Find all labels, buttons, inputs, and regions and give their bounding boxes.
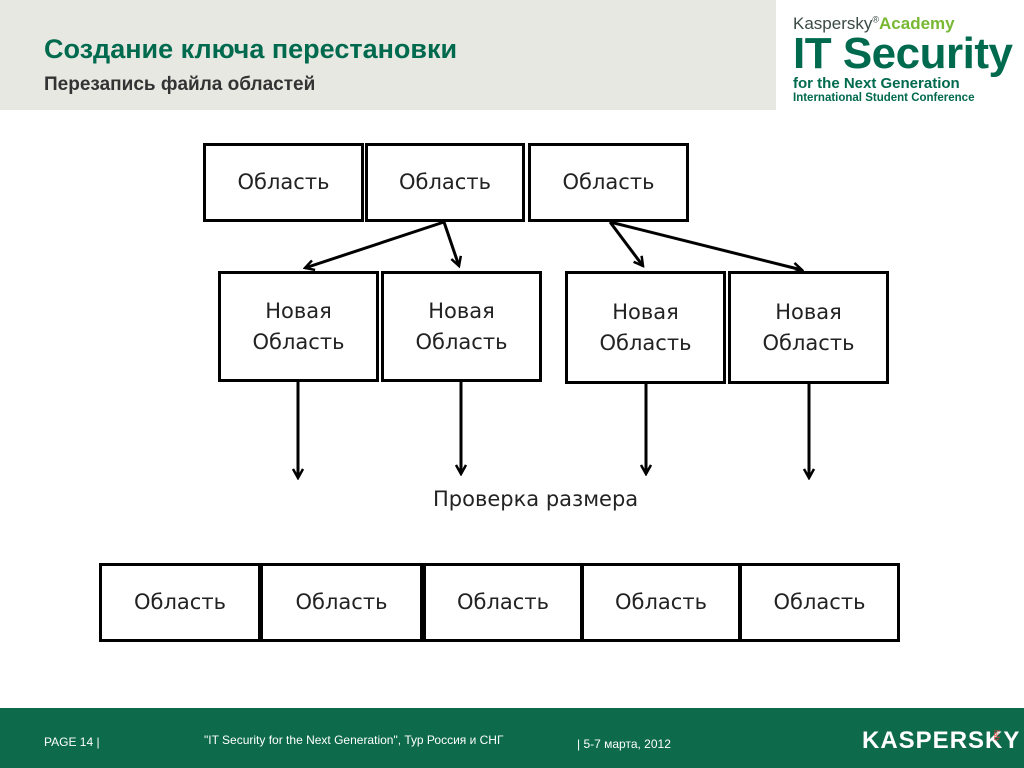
conference-name: "IT Security for the Next Generation", Т… [204, 733, 504, 747]
logo-academy: Academy [879, 14, 955, 33]
top-region-box: Область [203, 143, 364, 222]
new-region-box: Новая Область [381, 271, 542, 382]
slide-title: Создание ключа перестановки [44, 34, 458, 64]
slide-subtitle: Перезапись файла областей [44, 74, 316, 95]
logo-registered: ® [872, 14, 880, 25]
header-band [0, 0, 776, 110]
diagram-arrows [0, 220, 1024, 700]
top-region-box: Область [528, 143, 689, 222]
kaspersky-logo: KASPERSKY [862, 727, 1021, 754]
logo-main: IT Security [793, 29, 1013, 78]
arrow-split-right [609, 220, 802, 270]
top-region-box: Область [365, 143, 525, 222]
result-region-box: Область [99, 563, 261, 642]
kaspersky-lab-mark: lab [992, 730, 1001, 741]
new-region-box: Новая Область [218, 271, 379, 382]
arrow-split-right-down [608, 221, 643, 266]
logo-conference: International Student Conference [793, 92, 975, 104]
logo-brand: Kaspersky [793, 14, 873, 33]
region-diagram: Область Область Область Новая Область Но… [0, 143, 1024, 700]
result-region-box: Область [260, 563, 423, 642]
new-region-box: Новая Область [728, 271, 889, 384]
arrow-split-left [305, 220, 445, 268]
result-region-box: Область [739, 563, 900, 642]
conference-date: | 5-7 марта, 2012 [577, 737, 671, 751]
result-region-box: Область [423, 563, 583, 642]
new-region-box: Новая Область [565, 271, 726, 384]
arrow-split-left-down [442, 221, 459, 266]
page-number: PAGE 14 | [44, 735, 100, 749]
result-region-box: Область [581, 563, 741, 642]
academy-logo: Kaspersky®Academy IT Security for the Ne… [793, 14, 1013, 104]
logo-subtitle: for the Next Generation [793, 75, 960, 92]
footer-bar: PAGE 14 | "IT Security for the Next Gene… [0, 708, 1024, 768]
size-check-label: Проверка размера [433, 487, 639, 511]
logo-brand-line: Kaspersky®Academy [793, 14, 1012, 34]
